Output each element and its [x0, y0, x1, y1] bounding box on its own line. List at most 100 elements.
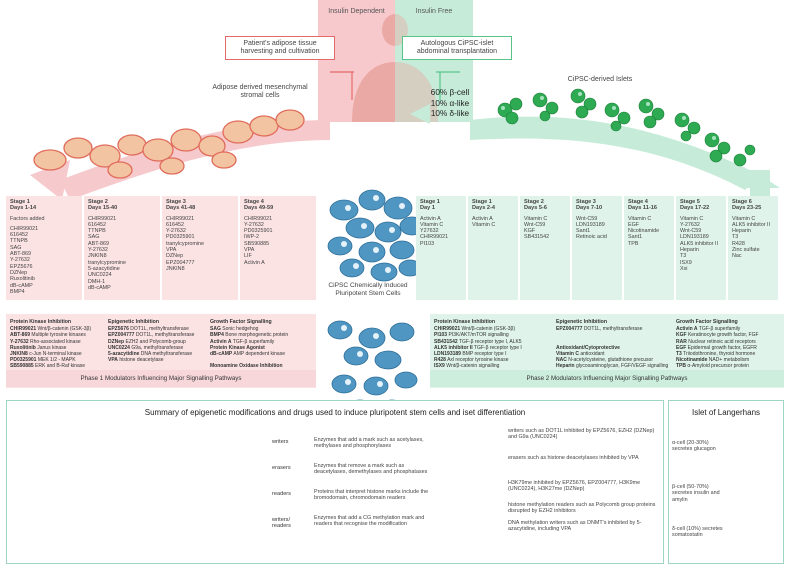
- stage-factor: 616452: [88, 221, 106, 228]
- stage-factor: ABT-869: [88, 240, 109, 247]
- modulator-desc: NAD+ metabolism: [708, 357, 750, 364]
- stage-factor: EGF: [628, 221, 640, 228]
- modulator-item: CHIR99021 Wnt/β-catenin (GSK-3β): [10, 326, 106, 332]
- stage-factor: EPZ5676: [10, 263, 33, 270]
- stage-days: Days 15-40: [88, 205, 118, 212]
- modulator-name: SAG: [210, 326, 221, 333]
- stage-factor: DMH-1: [88, 278, 106, 285]
- stage-number: Stage 2: [88, 199, 108, 205]
- harvest-callout: Patient's adipose tissue harvesting and …: [225, 36, 335, 60]
- stage-days: Days 11-16: [628, 205, 657, 212]
- stage-factor: R428: [732, 240, 745, 247]
- modulator-name: Activin A: [210, 338, 232, 345]
- stage-factor: IWP-2: [244, 234, 259, 241]
- stage-number: Stage 4: [628, 199, 648, 205]
- summary-box: [6, 400, 664, 564]
- islet-box: [668, 400, 784, 564]
- cipsc-cluster: [327, 189, 425, 417]
- stage-factor: Sant1: [628, 234, 643, 241]
- stage-days: Days 1-14: [10, 205, 37, 212]
- stage-factor: Y-27632: [88, 247, 108, 254]
- modulator-heading: Protein Kinase Inhibition: [10, 319, 72, 325]
- stage-factor: Vitamin C: [524, 215, 548, 222]
- modulator-item: ALK5 inhibitor II TGF-β receptor type I: [434, 345, 548, 351]
- stage-number: Stage 1: [10, 199, 30, 205]
- stage-days: Days 7-10: [576, 205, 603, 212]
- stage-number: Stage 4: [244, 199, 264, 205]
- stage-factor: ISX9: [680, 259, 692, 266]
- modulator-desc: TGF-β superfamily: [698, 326, 741, 333]
- stage-factor: PD0325901: [244, 228, 273, 235]
- modulator-name: Y-27632: [10, 338, 29, 345]
- modulator-desc: Rho-associated kinase: [30, 338, 81, 345]
- modulator-item: Vitamin C antioxidant: [556, 351, 674, 357]
- stage-factor: Vitamin C: [472, 221, 496, 228]
- summary-title: Summary of epigenetic modifications and …: [144, 408, 526, 417]
- transplant-callout: Autologous CiPSC-islet abdominal transpl…: [402, 36, 512, 60]
- islet-clusters: [497, 88, 756, 167]
- modulator-name: VPA: [108, 357, 118, 364]
- stage-number: Stage 3: [576, 199, 596, 205]
- stage-factor: CHIR99021: [166, 215, 195, 222]
- islet-composition: 60% β-cell 10% α-like 10% δ-like: [422, 88, 478, 120]
- stage-factor: Wnt-C59: [524, 221, 546, 228]
- stage-factor: EPZ004777: [166, 259, 195, 266]
- role-description: Enzymes that remove a mark such as deace…: [314, 463, 428, 476]
- modulator-desc: Epidermal growth factor, EGFR: [687, 344, 757, 351]
- stage-factor: SAG: [10, 244, 22, 251]
- stage-factor: Y-27632: [166, 228, 186, 235]
- role-tag: writers: [272, 439, 289, 445]
- modulator-name: EPZ004777: [108, 332, 135, 339]
- modulator-item: Monoamine Oxidase Inhibition: [210, 363, 314, 369]
- modulator-heading: Growth Factor Signalling: [676, 319, 738, 325]
- stage-days: Days 41-48: [166, 205, 196, 212]
- stage-factor: T3: [680, 253, 687, 260]
- modulator-name: EPZ5676: [108, 326, 129, 333]
- modulator-item: EPZ004777 DOT1L, methyltransferase: [556, 326, 674, 332]
- modulator-name: KGF: [676, 332, 687, 339]
- modulator-desc: histone deacetylase: [119, 357, 164, 364]
- stage-factor: VPA: [166, 247, 177, 254]
- modulator-name: PI103: [434, 332, 448, 339]
- stage-factor: 616452: [166, 221, 184, 228]
- modulator-name: Antioxidant/Cytoprotective: [556, 344, 620, 351]
- stage-factor: DZNep: [10, 269, 28, 276]
- legend-entry: histone methylation readers such as Poly…: [508, 502, 656, 515]
- stage-factor: Activin A: [244, 259, 265, 266]
- modulator-item: VPA histone deacetylase: [108, 357, 208, 363]
- modulator-heading: Protein Kinase Inhibition: [434, 319, 496, 325]
- stage-factor: LDN193189: [576, 221, 605, 228]
- modulator-item: EPZ5676 DOT1L, methyltransferase: [108, 326, 208, 332]
- modulator-desc: Axl receptor tyrosine kinase: [447, 357, 509, 364]
- stage-days: Days 49-59: [244, 205, 274, 212]
- stage-factor: ALK5 inhibitor II: [680, 240, 719, 247]
- phase2-label: Phase 2 Modulators Influencing Major Sig…: [430, 370, 784, 387]
- stage-factor: CHIR99021: [420, 234, 449, 241]
- islet-title: Islet of Langerhans: [691, 408, 761, 417]
- modulator-list: EPZ004777 DOT1L, methyltransferase Antio…: [556, 326, 674, 376]
- stage-days: Days 23-25: [732, 205, 762, 212]
- modulator-desc: TGF-β receptor type I, ALK5: [458, 338, 522, 345]
- modulator-heading: Epigenetic Inhibition: [556, 319, 608, 325]
- stage-factor: CHIR99021: [244, 215, 273, 222]
- legend-entry: erasers such as histone deacetylases inh…: [508, 455, 639, 461]
- modulator-name: ABT-869: [10, 332, 31, 339]
- modulator-name: SB590885: [10, 363, 34, 370]
- modulator-desc: N-acetylcysteine, glutathione precusor: [568, 357, 653, 364]
- stage-days: Days 2-4: [472, 205, 496, 212]
- modulator-name: Heparin: [556, 363, 575, 370]
